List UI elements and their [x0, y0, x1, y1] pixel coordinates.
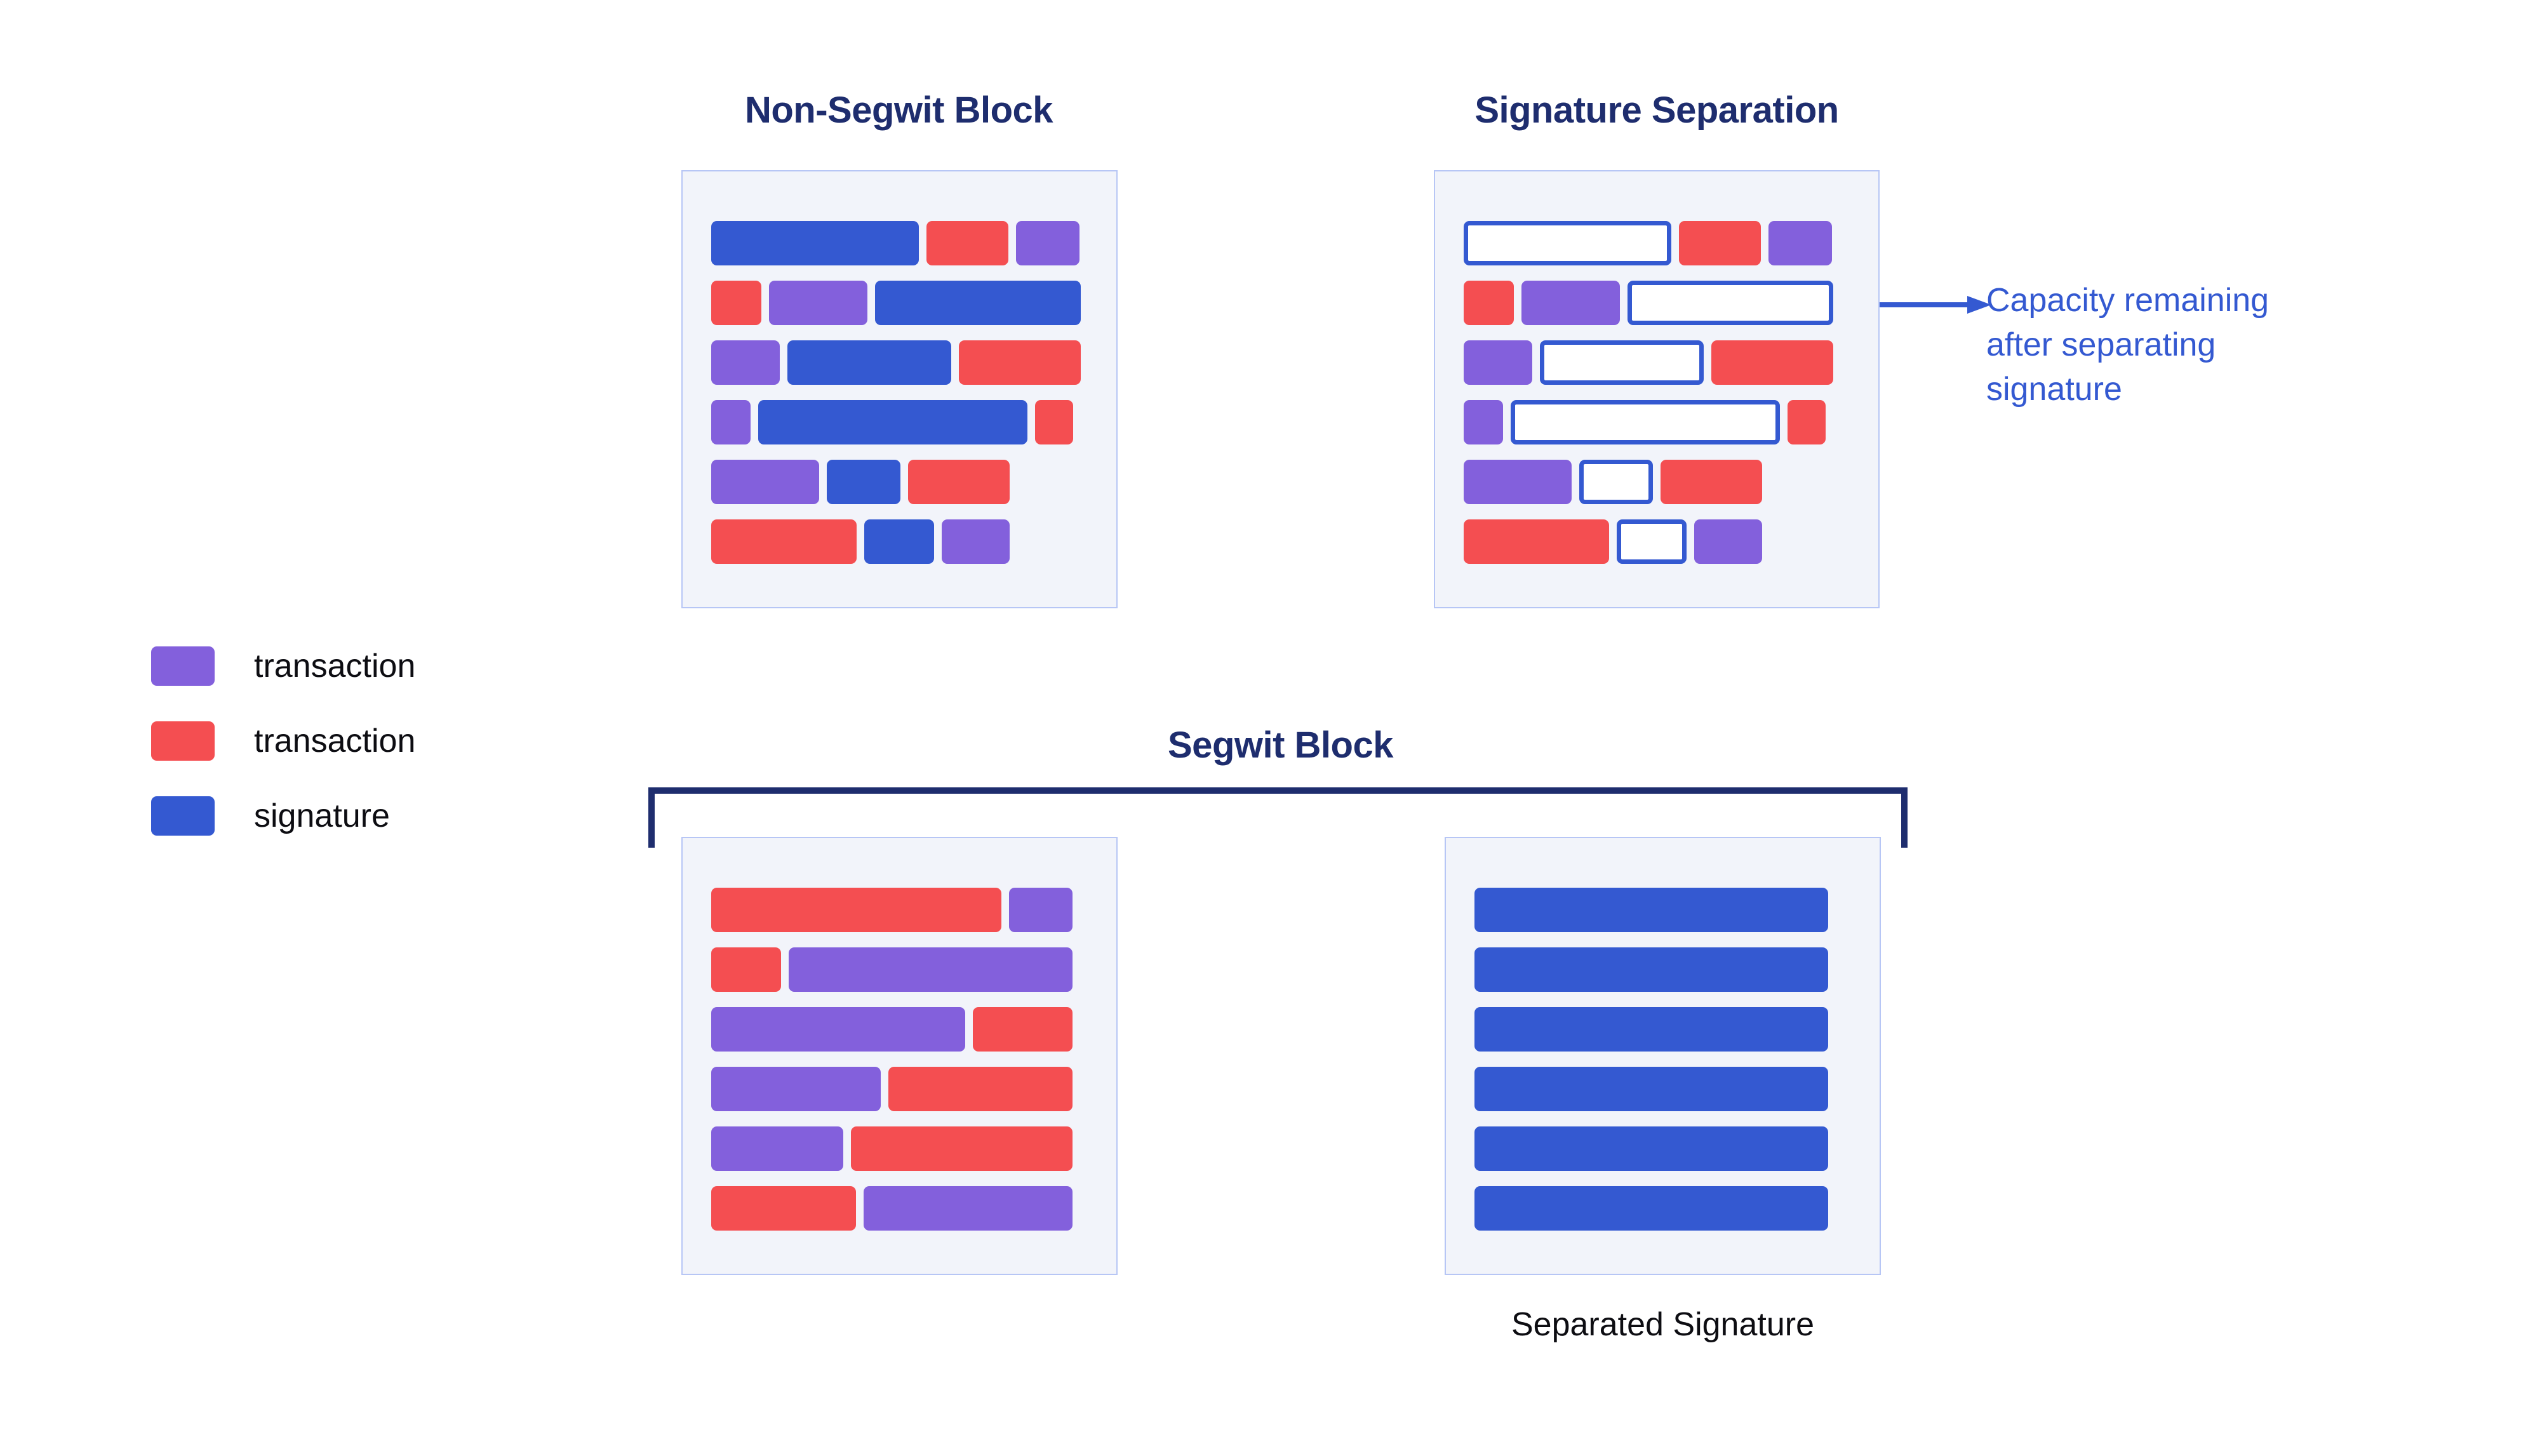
bar-row	[711, 460, 1116, 504]
bar-segment-signature	[827, 460, 900, 504]
bar-segment-signature	[875, 281, 1081, 325]
bar-segment-transaction	[711, 1007, 965, 1052]
bar-segment-transaction	[1464, 519, 1609, 564]
bar-segment-transaction	[908, 460, 1010, 504]
block-non-segwit	[681, 170, 1118, 608]
bar-segment-transaction	[942, 519, 1010, 564]
bar-row	[1474, 1126, 1880, 1171]
bar-row	[1474, 1007, 1880, 1052]
legend-swatch-red-icon	[151, 721, 215, 761]
bar-segment-transaction	[711, 1186, 856, 1231]
bar-segment-transaction	[926, 221, 1008, 265]
segwit-grouping-bracket	[648, 787, 1908, 848]
bar-segment-signature	[1474, 1126, 1828, 1171]
bar-row	[1464, 281, 1878, 325]
bar-segment-transaction	[1464, 340, 1532, 385]
bar-row	[1464, 519, 1878, 564]
bar-row	[1464, 460, 1878, 504]
bar-row	[711, 519, 1116, 564]
legend: transaction transaction signature	[151, 629, 415, 853]
caption-separated-signature: Separated Signature	[1511, 1306, 1814, 1343]
bar-row	[1474, 1067, 1880, 1111]
legend-swatch-blue-icon	[151, 796, 215, 836]
bar-segment-signature	[1474, 888, 1828, 932]
bar-segment-transaction	[864, 1186, 1073, 1231]
bar-segment-signature	[1474, 947, 1828, 992]
bar-segment-transaction	[1016, 221, 1080, 265]
bar-row	[711, 1186, 1116, 1231]
bar-segment-signature	[1474, 1067, 1828, 1111]
bar-row	[711, 947, 1116, 992]
legend-label-transaction-red: transaction	[254, 723, 416, 759]
bar-segment-signature	[787, 340, 951, 385]
bar-segment-transaction	[711, 400, 751, 444]
legend-item-transaction-purple: transaction	[151, 629, 415, 704]
bar-segment-signature-removed	[1540, 340, 1704, 385]
bar-segment-transaction	[789, 947, 1073, 992]
bar-row	[1464, 221, 1878, 265]
bar-segment-transaction	[1464, 460, 1572, 504]
bar-segment-transaction	[1464, 281, 1514, 325]
bar-segment-transaction	[769, 281, 867, 325]
bar-segment-transaction	[711, 1067, 881, 1111]
bar-segment-signature-removed	[1579, 460, 1653, 504]
bar-segment-transaction	[1009, 888, 1073, 932]
bar-segment-transaction	[888, 1067, 1073, 1111]
bar-row	[711, 888, 1116, 932]
bar-segment-signature	[758, 400, 1027, 444]
legend-item-signature-blue: signature	[151, 778, 415, 853]
bar-row	[711, 340, 1116, 385]
bar-row	[1474, 1186, 1880, 1231]
bar-segment-signature-removed	[1464, 221, 1671, 265]
page-title-signature-separation: Signature Separation	[1474, 90, 1839, 131]
legend-label-transaction-purple: transaction	[254, 648, 416, 685]
bar-segment-transaction	[1679, 221, 1761, 265]
bar-segment-transaction	[1768, 221, 1832, 265]
bar-segment-signature-removed	[1511, 400, 1780, 444]
bar-row	[711, 1007, 1116, 1052]
block-segwit	[681, 837, 1118, 1275]
bar-segment-transaction	[1788, 400, 1826, 444]
bar-row	[711, 221, 1116, 265]
bar-segment-signature-removed	[1617, 519, 1687, 564]
bar-row	[711, 1126, 1116, 1171]
bar-segment-transaction	[711, 281, 761, 325]
legend-label-signature: signature	[254, 798, 390, 834]
bar-row	[1474, 888, 1880, 932]
bar-row	[1474, 947, 1880, 992]
bar-segment-transaction	[711, 340, 780, 385]
arrow-right-icon	[1880, 296, 1991, 314]
bar-row	[1464, 400, 1878, 444]
bar-segment-transaction	[1711, 340, 1833, 385]
legend-swatch-purple-icon	[151, 646, 215, 686]
bar-segment-signature	[711, 221, 919, 265]
bar-row	[711, 1067, 1116, 1111]
bar-segment-transaction	[711, 460, 819, 504]
bar-segment-transaction	[711, 888, 1001, 932]
callout-capacity-remaining: Capacity remaining after separating sign…	[1986, 282, 2269, 408]
bar-segment-transaction	[711, 519, 857, 564]
bar-row	[1464, 340, 1878, 385]
block-signature-separation	[1434, 170, 1880, 608]
bar-segment-transaction	[1521, 281, 1620, 325]
bar-segment-transaction	[1464, 400, 1503, 444]
bar-segment-transaction	[851, 1126, 1073, 1171]
bar-segment-transaction	[711, 947, 781, 992]
legend-item-transaction-red: transaction	[151, 704, 415, 778]
bar-segment-transaction	[959, 340, 1081, 385]
bar-row	[711, 400, 1116, 444]
block-separated-signature	[1445, 837, 1881, 1275]
bar-segment-signature	[1474, 1007, 1828, 1052]
bar-segment-signature	[864, 519, 934, 564]
bar-segment-signature	[1474, 1186, 1828, 1231]
bar-segment-transaction	[711, 1126, 843, 1171]
page-title-segwit: Segwit Block	[1168, 725, 1393, 766]
page-title-non-segwit: Non-Segwit Block	[744, 90, 1053, 131]
bar-segment-transaction	[973, 1007, 1073, 1052]
bar-segment-transaction	[1661, 460, 1762, 504]
bar-row	[711, 281, 1116, 325]
bar-segment-signature-removed	[1628, 281, 1833, 325]
bar-segment-transaction	[1694, 519, 1762, 564]
bar-segment-transaction	[1035, 400, 1073, 444]
